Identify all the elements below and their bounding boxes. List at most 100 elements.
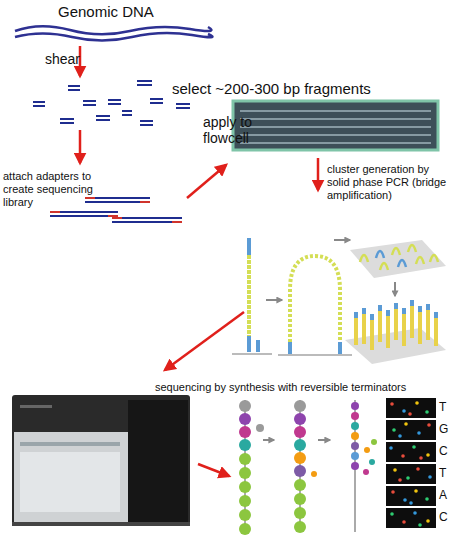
sbs-strands-part — [294, 479, 306, 491]
step-label: select ~200-300 bp fragments — [172, 80, 442, 97]
sbs-strands-part — [351, 412, 359, 420]
bridge-amplification-part — [266, 299, 282, 301]
sbs-strands-part — [294, 426, 306, 438]
cluster-image-tiles-part-part — [402, 409, 406, 413]
bridge-amplification-part-part — [392, 248, 400, 255]
cluster-image-tiles-part-part — [390, 512, 394, 516]
sbs-strands-part — [311, 471, 317, 477]
sbs-strands-part — [294, 452, 306, 464]
flowcell — [233, 101, 438, 150]
cluster-image-tiles — [386, 398, 436, 528]
cluster-image-tiles-part-part — [409, 501, 413, 505]
dna-strands — [15, 26, 212, 40]
flow-arrows-part — [165, 312, 244, 370]
sbs-strands-part — [351, 452, 359, 460]
sbs-strands-part — [294, 507, 306, 519]
base-call-letter: A — [439, 488, 450, 503]
sbs-strands-part — [239, 467, 251, 479]
dna-fragments-part — [150, 99, 163, 103]
cluster-image-tiles-part-part — [393, 468, 397, 472]
dna-fragments-part — [108, 100, 121, 104]
sbs-strands-part — [239, 453, 251, 465]
cluster-image-tiles-part-part — [401, 454, 405, 458]
bridge-amplification-part-part — [430, 255, 438, 262]
sequencer-instrument-part — [128, 400, 188, 522]
library-fragments-part — [112, 218, 182, 222]
sbs-strands-part — [256, 424, 264, 432]
base-call-letter: T — [439, 466, 450, 481]
cluster-image-tiles-part-part — [392, 428, 396, 432]
sequencer-instrument-part — [20, 452, 120, 512]
bridge-amplification-part-part — [398, 260, 406, 267]
flow-arrows-part — [79, 130, 82, 163]
flowcell-part — [240, 111, 431, 143]
flow-arrows-part — [317, 158, 320, 190]
dna-fragments — [33, 81, 190, 125]
sbs-strands-part — [351, 432, 359, 440]
bridge-amplification-part-part — [416, 257, 424, 264]
sbs-strands-part — [239, 413, 251, 425]
cluster-image-tiles-part-part — [402, 520, 406, 524]
cluster-image-tiles-part-part — [398, 478, 402, 482]
sbs-strands-part — [318, 439, 330, 441]
sbs-strands-part — [294, 439, 306, 451]
cluster-image-tiles-part — [386, 508, 436, 528]
library-fragments-part — [112, 218, 182, 222]
bridge-amplification-part — [356, 300, 436, 350]
bridge-amplification-part-part — [360, 255, 368, 262]
cluster-image-tiles-part-part — [389, 446, 393, 450]
sbs-strands-part — [245, 400, 355, 532]
bridge-amplification-part — [360, 245, 438, 270]
sbs-strands-part — [351, 442, 359, 450]
sbs-strands-part — [294, 413, 306, 425]
cluster-image-tiles-part-part — [414, 489, 418, 493]
dna-fragments-part — [33, 102, 45, 106]
sbs-strands-part — [294, 493, 306, 505]
bridge-amplification-part — [350, 240, 446, 278]
cluster-image-tiles-part — [386, 420, 436, 440]
bridge-amplification-part-part — [376, 251, 384, 258]
cluster-image-tiles-part-part — [428, 475, 432, 479]
cluster-image-tiles-part-part — [418, 523, 422, 527]
cluster-image-tiles-part — [386, 486, 436, 506]
bridge-amplification-part-part — [408, 245, 416, 252]
dna-fragments-part — [83, 101, 96, 105]
sbs-strands-part — [294, 400, 306, 412]
sbs-strands-part — [364, 447, 370, 453]
bridge-amplification-part-part — [356, 300, 436, 350]
sbs-strands-part — [239, 481, 251, 493]
sequencer-instrument-part — [12, 395, 190, 525]
sbs-strands-part — [294, 521, 306, 533]
dna-fragments-part — [176, 104, 190, 108]
step-label: sequencing by synthesis with reversible … — [155, 381, 447, 394]
sbs-strands-part — [239, 400, 251, 412]
sbs-strands-part — [351, 402, 359, 410]
sequencer-instrument-part — [14, 432, 128, 522]
library-fragments-part — [85, 198, 150, 202]
sbs-strands-part — [351, 422, 359, 430]
bridge-amplification-part — [334, 239, 350, 241]
cluster-image-tiles-part-part — [415, 401, 419, 405]
dna-strands-part — [15, 33, 212, 41]
bridge-amplification-part — [394, 282, 396, 296]
library-fragments-part — [50, 212, 118, 216]
cluster-image-tiles-part-part — [406, 476, 410, 480]
cluster-image-tiles-part-part — [390, 402, 394, 406]
cluster-image-tiles-part-part — [427, 423, 431, 427]
cluster-image-tiles-part — [386, 442, 436, 462]
cluster-image-tiles-part-part — [416, 467, 420, 471]
sbs-strands-part — [239, 495, 251, 507]
base-call-letter: G — [439, 422, 450, 437]
bridge-amplification-part-part — [380, 263, 388, 270]
sbs-strands-part — [239, 439, 251, 451]
sequencer-instrument-part — [12, 522, 190, 526]
cluster-image-tiles-part-part — [425, 410, 429, 414]
dna-fragments-part — [68, 86, 80, 90]
dna-fragments-part — [137, 81, 152, 85]
step-label: attach adapters to create sequencing lib… — [3, 170, 103, 209]
cluster-image-tiles-part-part — [425, 497, 429, 501]
sbs-strands-part — [239, 523, 251, 535]
bridge-amplification-part — [232, 353, 272, 355]
sbs-strands-part — [263, 439, 274, 441]
